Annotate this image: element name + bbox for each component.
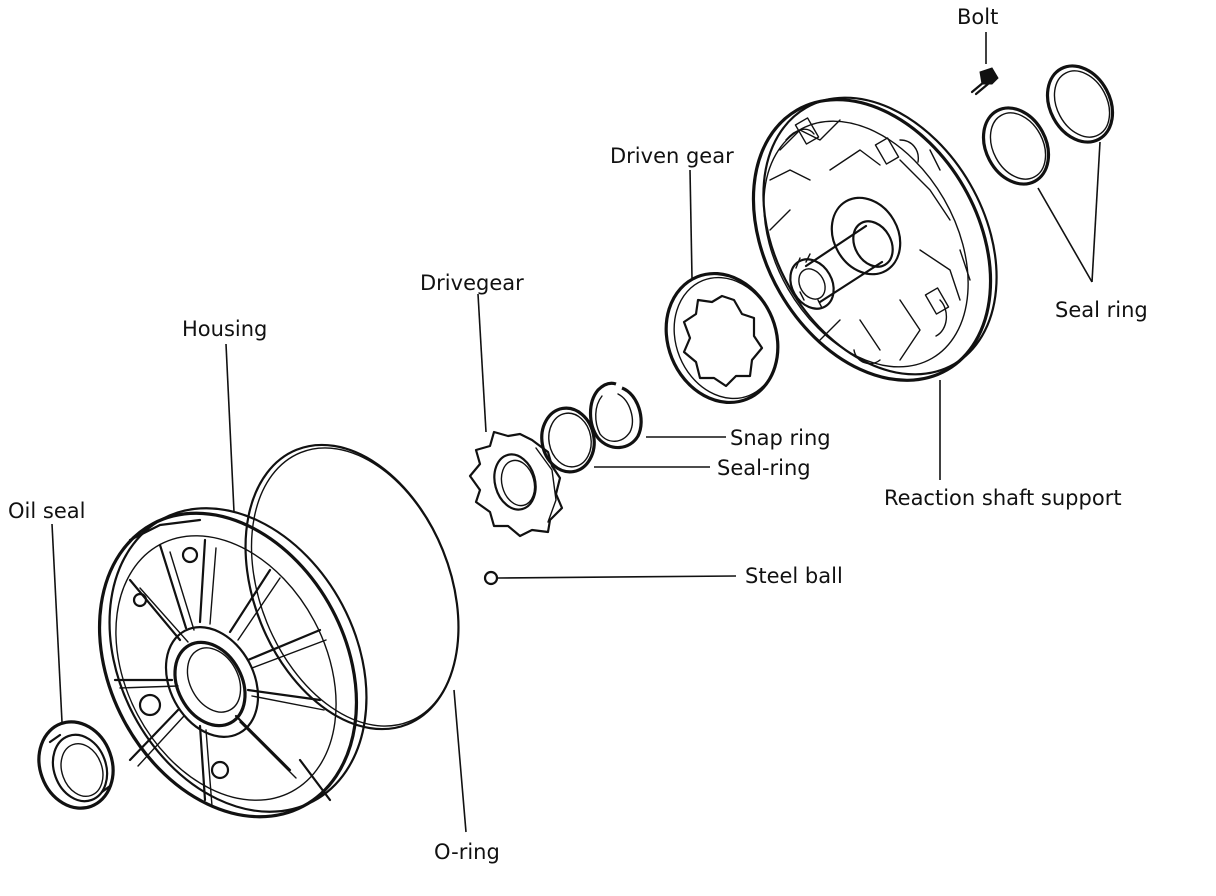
seal-ring-middle-part: [540, 406, 596, 474]
label-housing: Housing: [182, 317, 268, 341]
label-reaction-shaft-support: Reaction shaft support: [884, 486, 1122, 510]
snap-ring-part: [588, 381, 643, 450]
oil-seal-leader: [51, 523, 63, 723]
label-steel-ball: Steel ball: [745, 564, 843, 588]
steel-ball-part: [483, 570, 499, 586]
oil-seal-part: [37, 720, 115, 810]
label-snap-ring: Snap ring: [730, 426, 831, 450]
label-oil-seal: Oil seal: [8, 499, 86, 523]
drivegear-leader: [477, 293, 487, 433]
o-ring-part: [244, 443, 460, 731]
housing-part: [97, 507, 368, 819]
seal-ring-leader-b: [1091, 141, 1101, 283]
seal-rings-top-part: [981, 64, 1115, 186]
driven-gear-leader: [689, 169, 693, 279]
drivegear-part: [468, 430, 564, 538]
seal-ring-leader-a: [1037, 187, 1093, 283]
driven-gear-part: [664, 271, 780, 405]
label-seal-ring-mid: Seal-ring: [717, 456, 811, 480]
label-bolt: Bolt: [957, 5, 999, 29]
label-o-ring: O-ring: [434, 840, 500, 864]
label-seal-ring-top: Seal ring: [1055, 298, 1148, 322]
reaction-shaft-support-part: [751, 96, 998, 382]
label-driven-gear: Driven gear: [610, 144, 734, 168]
housing-leader: [225, 343, 235, 513]
bolt-part: [970, 67, 999, 96]
steel-ball-leader: [497, 575, 737, 579]
o-ring-leader: [453, 689, 467, 833]
label-drivegear: Drivegear: [420, 271, 524, 295]
leader-lines: [51, 32, 1101, 833]
